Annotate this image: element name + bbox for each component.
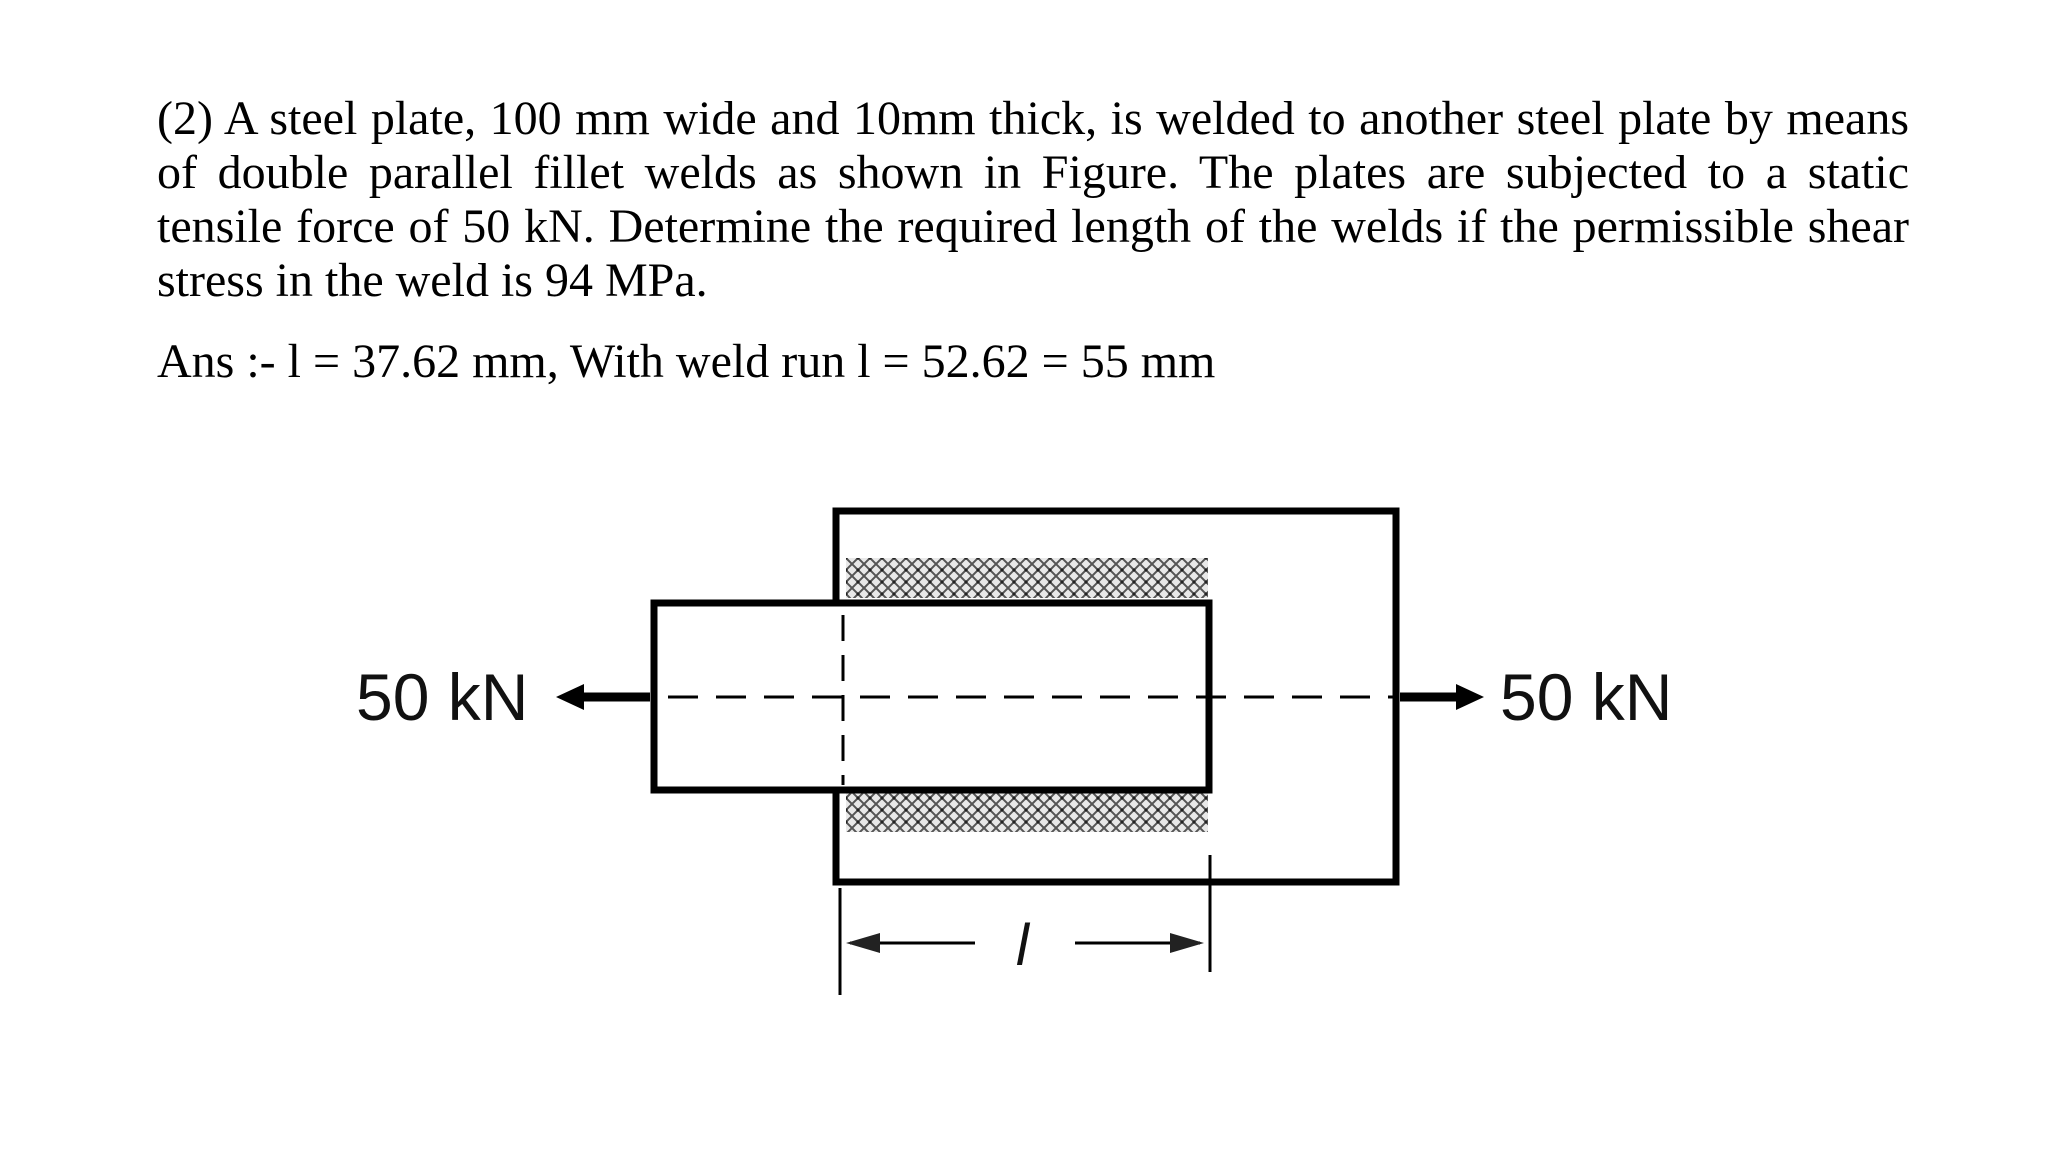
left-arrowhead (556, 684, 584, 710)
top-weld-bead (846, 558, 1208, 598)
dimension-label: l (1016, 913, 1031, 978)
answer-line: Ans :- l = 37.62 mm, With weld run l = 5… (157, 335, 1216, 388)
bottom-weld-bead (846, 792, 1208, 832)
dim-arrowhead-left (846, 933, 880, 953)
problem-statement: (2) A steel plate, 100 mm wide and 10mm … (157, 92, 1909, 307)
right-force-label: 50 kN (1500, 660, 1672, 734)
dim-arrowhead-right (1170, 933, 1204, 953)
left-force-label: 50 kN (356, 660, 528, 734)
right-arrowhead (1456, 684, 1484, 710)
